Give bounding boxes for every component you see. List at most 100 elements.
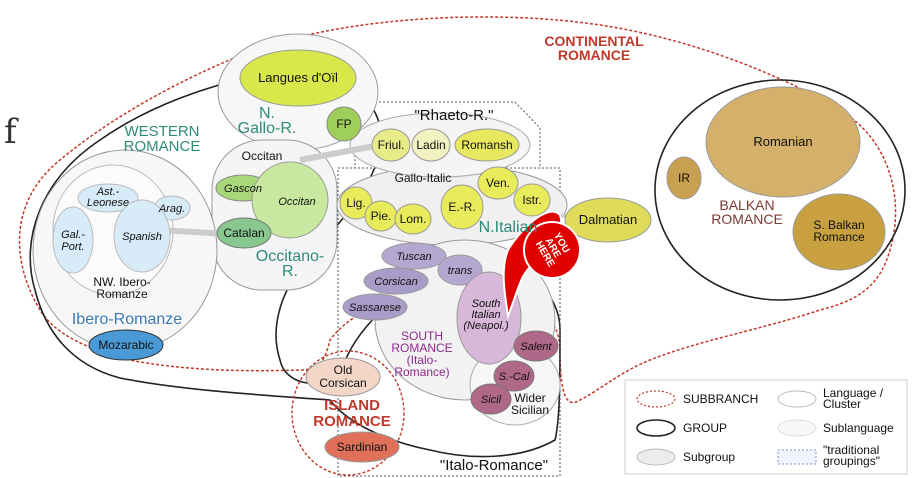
node-spanish: [113, 199, 171, 273]
ir-text: IR: [678, 171, 690, 185]
you-are-here-marker: YOU ARE HERE: [502, 210, 581, 320]
south-romance-label-2: ROMANCE: [391, 341, 452, 355]
wider-sicilian-label: Wider: [514, 391, 545, 405]
node-ast-leonese: [77, 183, 139, 213]
legend-group-swatch: [636, 419, 676, 437]
south-romance-label-3: (Italo-: [407, 353, 438, 367]
tuscan-text: Tuscan: [396, 251, 431, 263]
s-balkan-text: S. Balkan: [813, 218, 864, 232]
node-mozarabic: [88, 329, 164, 361]
island-romance-label: ISLAND: [324, 397, 380, 414]
corsican-text: Corsican: [374, 276, 417, 288]
node-sicil: [470, 383, 512, 415]
node-tuscan: [381, 242, 447, 270]
legend-subgroup-swatch: [636, 448, 676, 466]
trans-text: trans: [448, 265, 473, 277]
node-langues-doil: [239, 49, 357, 107]
langues-doil-text: Langues d'Oïl: [258, 70, 338, 85]
node-ir: [666, 156, 702, 200]
gascon-text: Gascon: [224, 183, 262, 195]
catalan-text: Catalan: [223, 226, 264, 240]
connector-occitan-friul: [299, 142, 381, 163]
legend-language: Language /: [823, 386, 884, 400]
node-romanian: [705, 86, 861, 198]
balkan-romance-label-2: ROMANCE: [711, 211, 783, 227]
occitan-text: Occitan: [278, 196, 315, 208]
node-romansh: [454, 128, 520, 162]
dalmatian-text: Dalmatian: [579, 212, 638, 227]
ast-leonese-text: Ast.-: [96, 186, 120, 198]
island-romance-label-2: ROMANCE: [313, 413, 391, 430]
wider-sicilian-label-2: Sicilian: [511, 403, 549, 417]
node-corsican: [363, 267, 429, 295]
node-sassarese: [342, 293, 408, 321]
legend-sublanguage-swatch: [777, 419, 817, 437]
italo-romance-label: "Italo-Romance": [440, 457, 548, 474]
sassarese-text: Sassarese: [349, 302, 401, 314]
rhaeto-label: "Rhaeto-R.": [414, 107, 493, 124]
ibero-romanze-label: Ibero-Romanze: [72, 311, 182, 328]
balkan-romance-boundary: [654, 79, 906, 301]
s-balkan-text-2: Romance: [813, 230, 865, 244]
legend: SUBBRANCH GROUP Subgroup Language / Clus…: [624, 379, 908, 475]
legend-subbranch: SUBBRANCH: [683, 392, 758, 406]
occitan-group-label: Occitan: [242, 149, 283, 163]
italo-romance-traditional-box: [337, 167, 561, 477]
node-istr: [513, 183, 551, 217]
romansh-text: Romansh: [461, 138, 512, 152]
gal-port-text-2: Port.: [61, 241, 84, 253]
south-romance-label-4: Romance): [394, 365, 449, 379]
node-catalan: [216, 217, 272, 249]
balkan-romance-label: BALKAN: [719, 197, 774, 213]
gal-port-text: Gal.-: [61, 229, 85, 241]
rhaeto-traditional-box: [354, 101, 541, 169]
node-occitan: [251, 161, 329, 239]
gallo-italic-label: Gallo-Italic: [395, 171, 452, 185]
ladin-text: Ladin: [416, 138, 445, 152]
legend-language-swatch: [777, 390, 817, 408]
old-corsican-text-2: Corsican: [319, 376, 366, 390]
node-s-balkan: [792, 193, 886, 271]
s-cal-text: S.-Cal: [499, 371, 530, 383]
legend-sublanguage: Sublanguage: [823, 421, 894, 435]
fp-text: FP: [336, 117, 351, 131]
node-ladin: [411, 128, 451, 162]
occitano-r-label: Occitano-: [256, 248, 324, 265]
western-romance-label: WESTERN: [125, 123, 200, 140]
friul-text: Friul.: [378, 138, 405, 152]
legend-subgroup: Subgroup: [683, 450, 735, 464]
node-fp: [326, 106, 362, 142]
node-trans: [437, 254, 483, 286]
node-ven: [477, 166, 519, 200]
spanish-text: Spanish: [122, 231, 162, 243]
nw-ibero-label-2: Romanze: [96, 287, 148, 301]
occitano-r-label-2: R.: [282, 263, 298, 280]
node-salent: [513, 330, 559, 362]
node-dalmatian: [564, 197, 652, 243]
western-romance-label-2: ROMANCE: [124, 138, 201, 155]
node-lom: [394, 203, 432, 235]
old-corsican-text: Old: [334, 363, 353, 377]
legend-traditional-2: groupings": [823, 454, 880, 468]
south-italian-text-3: (Neapol.): [463, 320, 509, 332]
lom-text: Lom.: [400, 212, 427, 226]
continental-romance-label-2: ROMANCE: [558, 47, 630, 63]
south-italian-text: South: [472, 298, 501, 310]
node-friul: [371, 128, 411, 162]
legend-traditional-swatch: [777, 449, 817, 465]
sardinian-text: Sardinian: [337, 440, 388, 454]
n-italian-label: N.Italian: [479, 219, 538, 236]
istr-text: Istr.: [522, 193, 541, 207]
e-r-text: E.-R.: [448, 200, 475, 214]
node-sardinian: [324, 431, 400, 463]
n-gallo-r-label-2: Gallo-R.: [238, 120, 297, 137]
legend-group: GROUP: [683, 421, 727, 435]
stray-glyph: f: [4, 112, 17, 152]
pie-text: Pie.: [371, 209, 392, 223]
arag-text: Arag.: [158, 203, 185, 215]
lig-text: Lig.: [346, 196, 365, 210]
legend-subbranch-swatch: [636, 390, 676, 408]
nw-ibero-label: NW. Ibero-: [93, 275, 150, 289]
legend-traditional: "traditional: [823, 443, 879, 457]
